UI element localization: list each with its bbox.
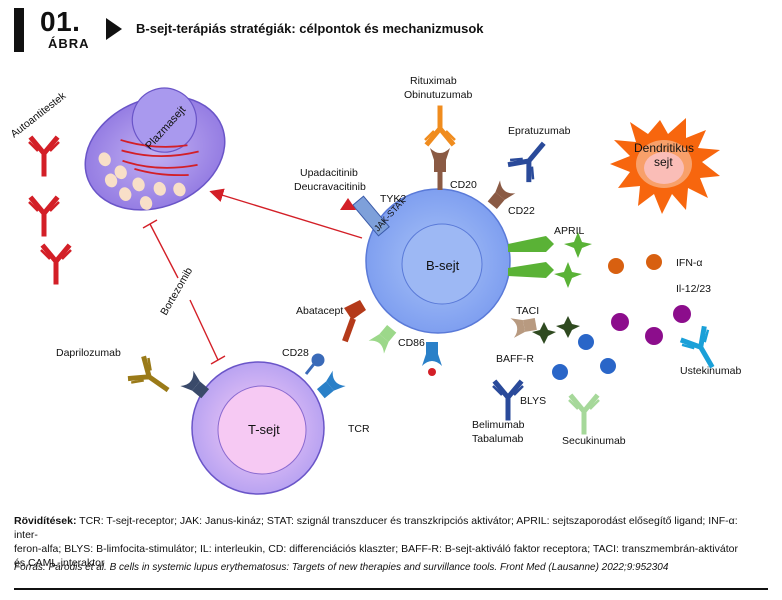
label-ifna: IFN-α (676, 257, 702, 269)
label-april: APRIL (554, 225, 585, 237)
belimumab-antibody (493, 383, 523, 418)
label-il1223: Il-12/23 (676, 283, 711, 295)
label-tsejt: T-sejt (248, 422, 280, 437)
label-belimumab: Belimumab (472, 419, 525, 431)
april-receptors (508, 236, 554, 278)
label-deucravacitinib: Deucravacitinib (294, 181, 366, 193)
b-cell (365, 188, 511, 334)
label-rituximab: Rituximab (410, 75, 457, 87)
b-cell-bottom-receptor (422, 342, 442, 366)
label-cd22: CD22 (508, 205, 535, 217)
source-note: Forrás: Parodis et al. B cells in system… (14, 562, 669, 573)
diagram-canvas: Autoantitestek Plazmasejt Bortezomib T-s… (8, 75, 741, 495)
label-tabalumab: Tabalumab (472, 433, 524, 445)
label-cd28: CD28 (282, 347, 309, 359)
april-ligands (554, 232, 592, 288)
epratuzumab-antibody (508, 136, 553, 182)
bottom-rule (14, 588, 768, 590)
caption: Rövidítések: TCR: T-sejt-receptor; JAK: … (14, 514, 764, 570)
figure-word: ÁBRA (48, 36, 90, 51)
caption-line-1: TCR: T-sejt-receptor; JAK: Janus-kináz; … (14, 515, 738, 541)
autoantibody-1 (29, 139, 59, 174)
label-abatacept: Abatacept (296, 305, 343, 317)
autoantibody-2 (29, 199, 59, 234)
figure-title: B-sejt-terápiás stratégiák: célpontok és… (136, 21, 484, 36)
caption-line-3: és CAML-interaktor (14, 557, 105, 569)
label-tyk2: TYK2 (380, 193, 406, 205)
label-autoantitestek: Autoantitestek (8, 89, 68, 140)
taci-ligands (532, 316, 580, 344)
label-dendritikus-sejt: sejt (654, 155, 673, 169)
label-obinutuzumab: Obinutuzumab (404, 89, 472, 101)
t-cell (191, 361, 325, 495)
header-bar (14, 8, 24, 52)
secukinumab-antibody (569, 397, 599, 432)
label-epratuzumab: Epratuzumab (508, 125, 571, 137)
plasma-cell (84, 87, 226, 211)
label-cd86: CD86 (398, 337, 425, 349)
caption-lead: Rövidítések: (14, 515, 77, 527)
cd86-receptor (368, 322, 400, 354)
dendritic-cell (610, 118, 720, 214)
label-baffr: BAFF-R (496, 353, 534, 365)
tyk2-jak-stat (340, 195, 390, 237)
label-secukinumab: Secukinumab (562, 435, 626, 447)
abatacept-molecule (342, 300, 366, 343)
ifn-alpha-molecules (608, 254, 662, 274)
label-bsejt: B-sejt (426, 258, 460, 273)
taci-receptor (510, 314, 538, 338)
label-blys: BLYS (520, 395, 546, 407)
label-taci: TACI (516, 305, 539, 317)
label-ustekinumab: Ustekinumab (680, 365, 741, 377)
label-upadacitinib: Upadacitinib (300, 167, 358, 179)
differentiation-arrow (209, 188, 363, 239)
cd20-receptor (430, 148, 450, 172)
autoantibody-3 (41, 247, 71, 282)
il12-23-molecules (611, 305, 691, 345)
daprilozumab-antibody (129, 356, 175, 401)
label-daprilozumab: Daprilozumab (56, 347, 121, 359)
cd28-receptor (304, 353, 325, 375)
bortezomib-inhibition (142, 219, 226, 365)
label-bortezomib: Bortezomib (158, 265, 195, 317)
label-tcr: TCR (348, 423, 370, 435)
figure-number: 01. (40, 6, 81, 37)
caption-line-2: feron-alfa; BLYS: B-limfocita-stimulátor… (14, 543, 738, 555)
blys-molecules (552, 334, 616, 380)
play-triangle-icon (106, 18, 122, 40)
label-cd20: CD20 (450, 179, 477, 191)
tcr-receptor (314, 370, 346, 402)
label-dendritikus: Dendritikus (634, 141, 694, 155)
inhibitor-dot (428, 368, 436, 376)
figure-header: 01. ÁBRA B-sejt-terápiás stratégiák: cél… (14, 6, 774, 52)
rituximab-antibody (425, 108, 455, 143)
